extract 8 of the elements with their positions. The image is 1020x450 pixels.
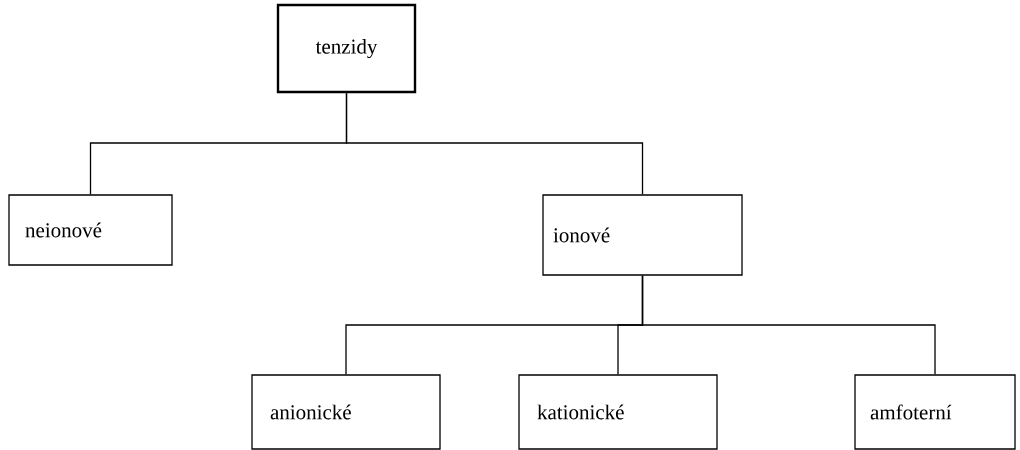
- category-box: anionické: [251, 374, 441, 450]
- category-box: neionové: [8, 194, 173, 266]
- category-box: ionové: [542, 194, 743, 276]
- connector-line: [641, 275, 936, 375]
- category-box: kationické: [518, 374, 718, 450]
- category-box: tenzidy: [276, 3, 417, 94]
- connector-line: [345, 92, 644, 195]
- category-box: amfoterní: [854, 374, 1016, 450]
